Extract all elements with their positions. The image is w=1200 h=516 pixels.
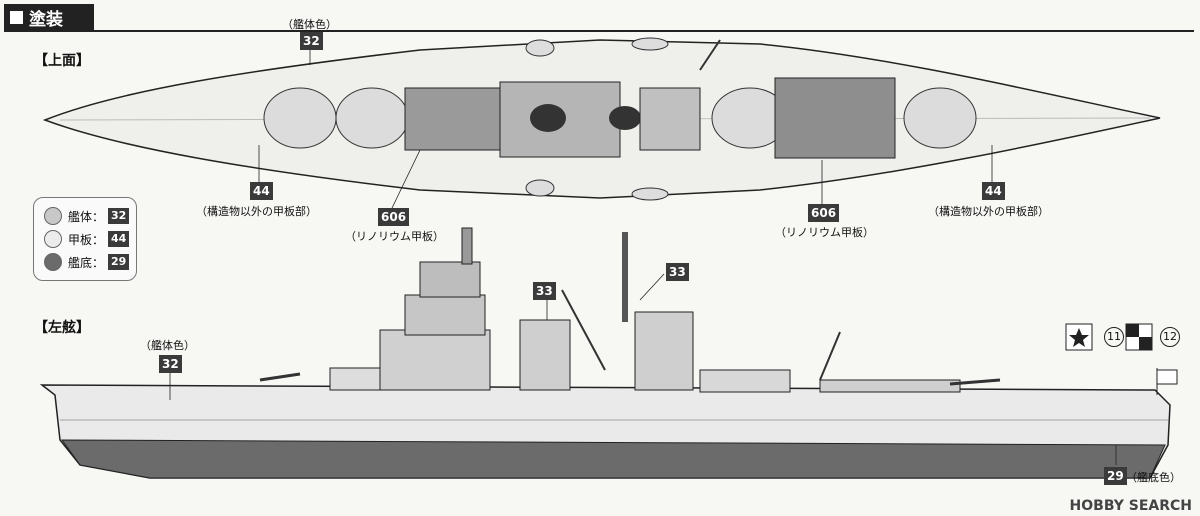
- callout-linoleum-right: （リノリウム甲板）: [775, 226, 874, 239]
- badge-deck-left: 44: [250, 182, 273, 200]
- top-view-hull: [42, 37, 1161, 201]
- badge-lino-left: 606: [378, 208, 410, 226]
- badge-hull-top: 32: [300, 32, 323, 50]
- legend-code: 29: [108, 254, 130, 270]
- callout-deck-other-right: （構造物以外の甲板部）: [928, 205, 1049, 218]
- swatch-hull: [44, 207, 62, 225]
- badge-deck-right: 44: [982, 182, 1005, 200]
- top-view-label: 【上面】: [34, 53, 90, 69]
- color-legend: 艦体： 32 甲板： 44 艦底： 29: [33, 197, 137, 281]
- callout-hull-color-side: （艦体色）: [140, 339, 195, 352]
- header-rule: [4, 30, 1194, 32]
- marking-12: 12: [1160, 327, 1180, 347]
- legend-row: 艦体： 32: [44, 206, 130, 226]
- section-header: 塗装: [4, 4, 94, 30]
- square-icon: [10, 10, 23, 24]
- badge-33-right: 33: [666, 263, 689, 281]
- legend-label: 艦体: [68, 209, 93, 224]
- marking-11: 11: [1104, 327, 1124, 347]
- legend-code: 44: [108, 231, 130, 247]
- legend-row: 甲板： 44: [44, 229, 130, 249]
- callout-bottom-color: （艦底色）: [1126, 471, 1181, 484]
- swatch-bottom: [44, 253, 62, 271]
- badge-bottom: 29: [1104, 467, 1127, 485]
- legend-label: 甲板: [68, 232, 93, 247]
- side-view-hull: [39, 227, 1178, 479]
- callout-deck-other-left: （構造物以外の甲板部）: [196, 205, 317, 218]
- badge-lino-right: 606: [808, 204, 840, 222]
- header-title: 塗装: [29, 9, 63, 30]
- legend-code: 32: [108, 208, 130, 224]
- watermark: HOBBY SEARCH: [1069, 498, 1192, 514]
- legend-label: 艦底: [68, 255, 93, 270]
- callout-hull-color-top: （艦体色）: [282, 18, 337, 31]
- badge-hull-side: 32: [159, 355, 182, 373]
- badge-33-left: 33: [533, 282, 556, 300]
- swatch-deck: [44, 230, 62, 248]
- callout-linoleum-left: （リノリウム甲板）: [345, 230, 444, 243]
- legend-row: 艦底： 29: [44, 252, 130, 272]
- side-view-label: 【左舷】: [34, 320, 90, 336]
